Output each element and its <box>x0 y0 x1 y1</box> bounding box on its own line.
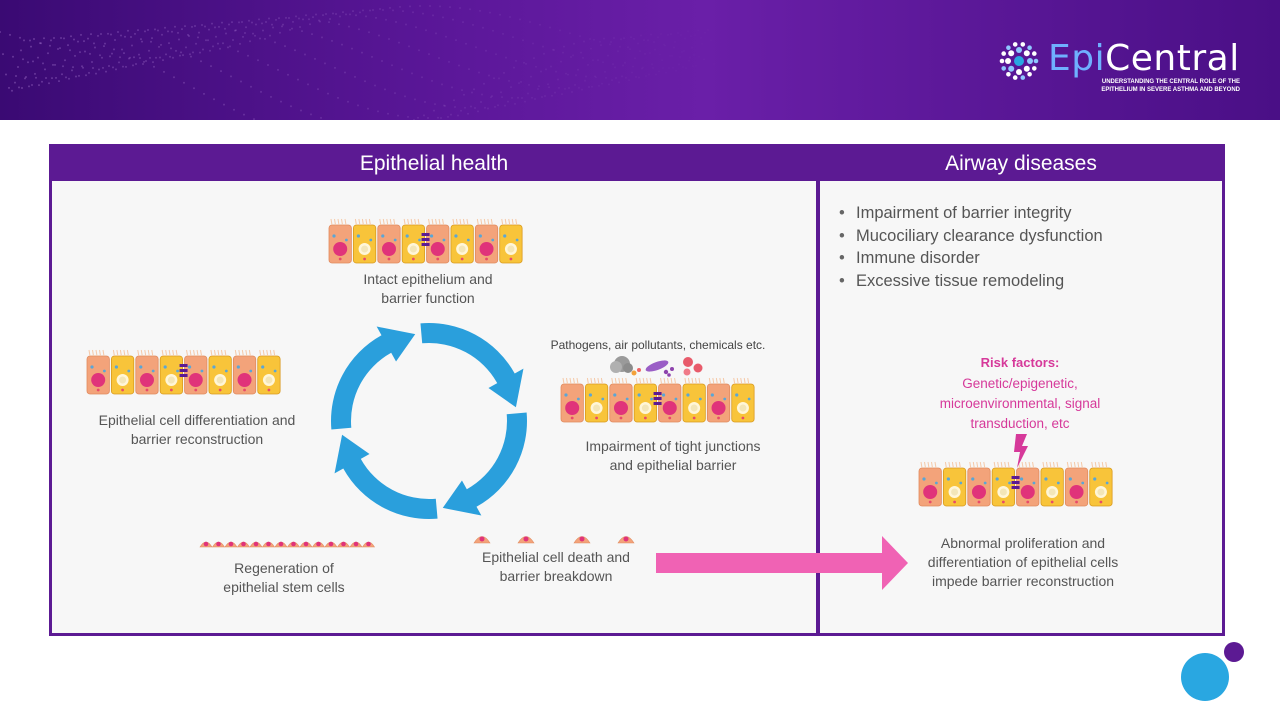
epithelial-cell <box>682 377 706 423</box>
differentiation-epithelium-illustration <box>86 349 281 395</box>
epithelial-cell <box>706 377 731 423</box>
dying-cell <box>617 536 635 544</box>
dying-cell <box>517 536 535 544</box>
epithelial-cell <box>609 377 633 423</box>
stem-cell <box>199 541 213 548</box>
panel-title-epithelial-health: Epithelial health <box>52 147 816 181</box>
tight-junction-mark <box>421 243 430 246</box>
stem-cell <box>236 541 251 548</box>
epithelial-cell <box>328 218 352 264</box>
epithelial-cell <box>352 218 377 264</box>
epithelial-cell <box>731 377 755 423</box>
tight-junction-mark <box>653 397 662 400</box>
dying-cells-illustration <box>473 536 635 544</box>
stem-cell <box>336 541 351 548</box>
epithelial-cell <box>1040 461 1064 507</box>
dying-cell <box>473 536 491 544</box>
epithelial-cell <box>208 349 232 395</box>
dying-cell <box>573 536 591 544</box>
epithelial-cell <box>426 218 450 264</box>
progression-arrow <box>656 536 908 590</box>
header-banner: EpiCentral UNDERSTANDING THE CENTRAL ROL… <box>0 0 1280 120</box>
epithelial-cell <box>257 349 281 395</box>
epithelial-cell <box>377 218 401 264</box>
epithelial-cell <box>967 461 991 507</box>
stem-cell <box>274 541 288 548</box>
tight-junction-mark <box>1011 486 1020 489</box>
stem-cell <box>224 541 238 548</box>
banner-wave-pattern <box>0 5 695 120</box>
stem-cell <box>361 541 376 548</box>
tight-junction-mark <box>653 402 662 405</box>
diseased-epithelium-illustration <box>918 461 1113 507</box>
cycle-arrow <box>442 412 527 516</box>
epithelial-cell <box>401 218 425 264</box>
tight-junction-mark <box>1011 476 1020 479</box>
tight-junction-mark <box>179 364 188 367</box>
impaired-epithelium-illustration <box>560 377 755 423</box>
epithelial-cell <box>86 349 110 395</box>
risk-lightning-icon <box>1014 434 1028 468</box>
tight-junction-mark <box>179 369 188 372</box>
stem-cell <box>299 541 313 548</box>
epithelial-cell <box>633 377 657 423</box>
epithelial-cell <box>184 349 208 395</box>
epithelial-cell <box>450 218 474 264</box>
tight-junction-mark <box>421 233 430 236</box>
epithelial-cell <box>499 218 523 264</box>
list-item: Impairment of barrier integrity <box>836 202 1103 225</box>
logo-wordmark: EpiCentral <box>1048 38 1240 79</box>
epithelial-cell <box>135 349 159 395</box>
tight-junction-mark <box>421 238 430 241</box>
label-pathogens: Pathogens, air pollutants, chemicals etc… <box>550 338 766 352</box>
epithelial-cell <box>1089 461 1113 507</box>
epithelial-cell <box>560 377 584 423</box>
stem-cell <box>324 541 338 548</box>
airway-disease-list: Impairment of barrier integrity Mucocili… <box>836 202 1103 292</box>
epithelial-cell <box>658 377 682 423</box>
epithelial-cell <box>991 461 1015 507</box>
stem-cell <box>286 541 301 548</box>
regeneration-cycle-arrows <box>331 323 527 519</box>
panel-title-airway-diseases: Airway diseases <box>820 147 1222 181</box>
risk-factors-title: Risk factors: <box>980 355 1060 370</box>
list-item: Excessive tissue remodeling <box>836 270 1103 293</box>
epithelial-cell <box>1064 461 1089 507</box>
stem-cell <box>249 541 263 548</box>
tight-junction-mark <box>1011 481 1020 484</box>
epithelial-cell <box>159 349 183 395</box>
logo-mark-icon <box>999 42 1039 80</box>
epithelial-cell <box>942 461 967 507</box>
stem-cell <box>349 541 363 548</box>
list-item: Mucociliary clearance dysfunction <box>836 225 1103 248</box>
epithelial-cell <box>1016 461 1040 507</box>
epithelial-cell <box>110 349 135 395</box>
risk-factors-text: Genetic/epigenetic,microenvironmental, s… <box>939 376 1101 431</box>
epithelial-cell <box>584 377 609 423</box>
epithelial-cell <box>474 218 499 264</box>
stem-cell <box>211 541 226 548</box>
cycle-arrow <box>420 323 524 408</box>
pathogens-pollutants-icon <box>610 356 703 377</box>
stem-cells-illustration <box>199 541 376 548</box>
decorative-corner-dots <box>1181 642 1244 701</box>
intact-epithelium-illustration <box>328 218 523 264</box>
epithelial-cell <box>918 461 942 507</box>
epicentral-logo: EpiCentral UNDERSTANDING THE CENTRAL ROL… <box>996 38 1240 98</box>
stem-cell <box>261 541 276 548</box>
cycle-arrow <box>331 326 416 430</box>
epithelial-cell <box>232 349 257 395</box>
tight-junction-mark <box>179 374 188 377</box>
stem-cell <box>311 541 326 548</box>
tight-junction-mark <box>653 392 662 395</box>
list-item: Immune disorder <box>836 247 1103 270</box>
cycle-arrow <box>334 434 438 519</box>
